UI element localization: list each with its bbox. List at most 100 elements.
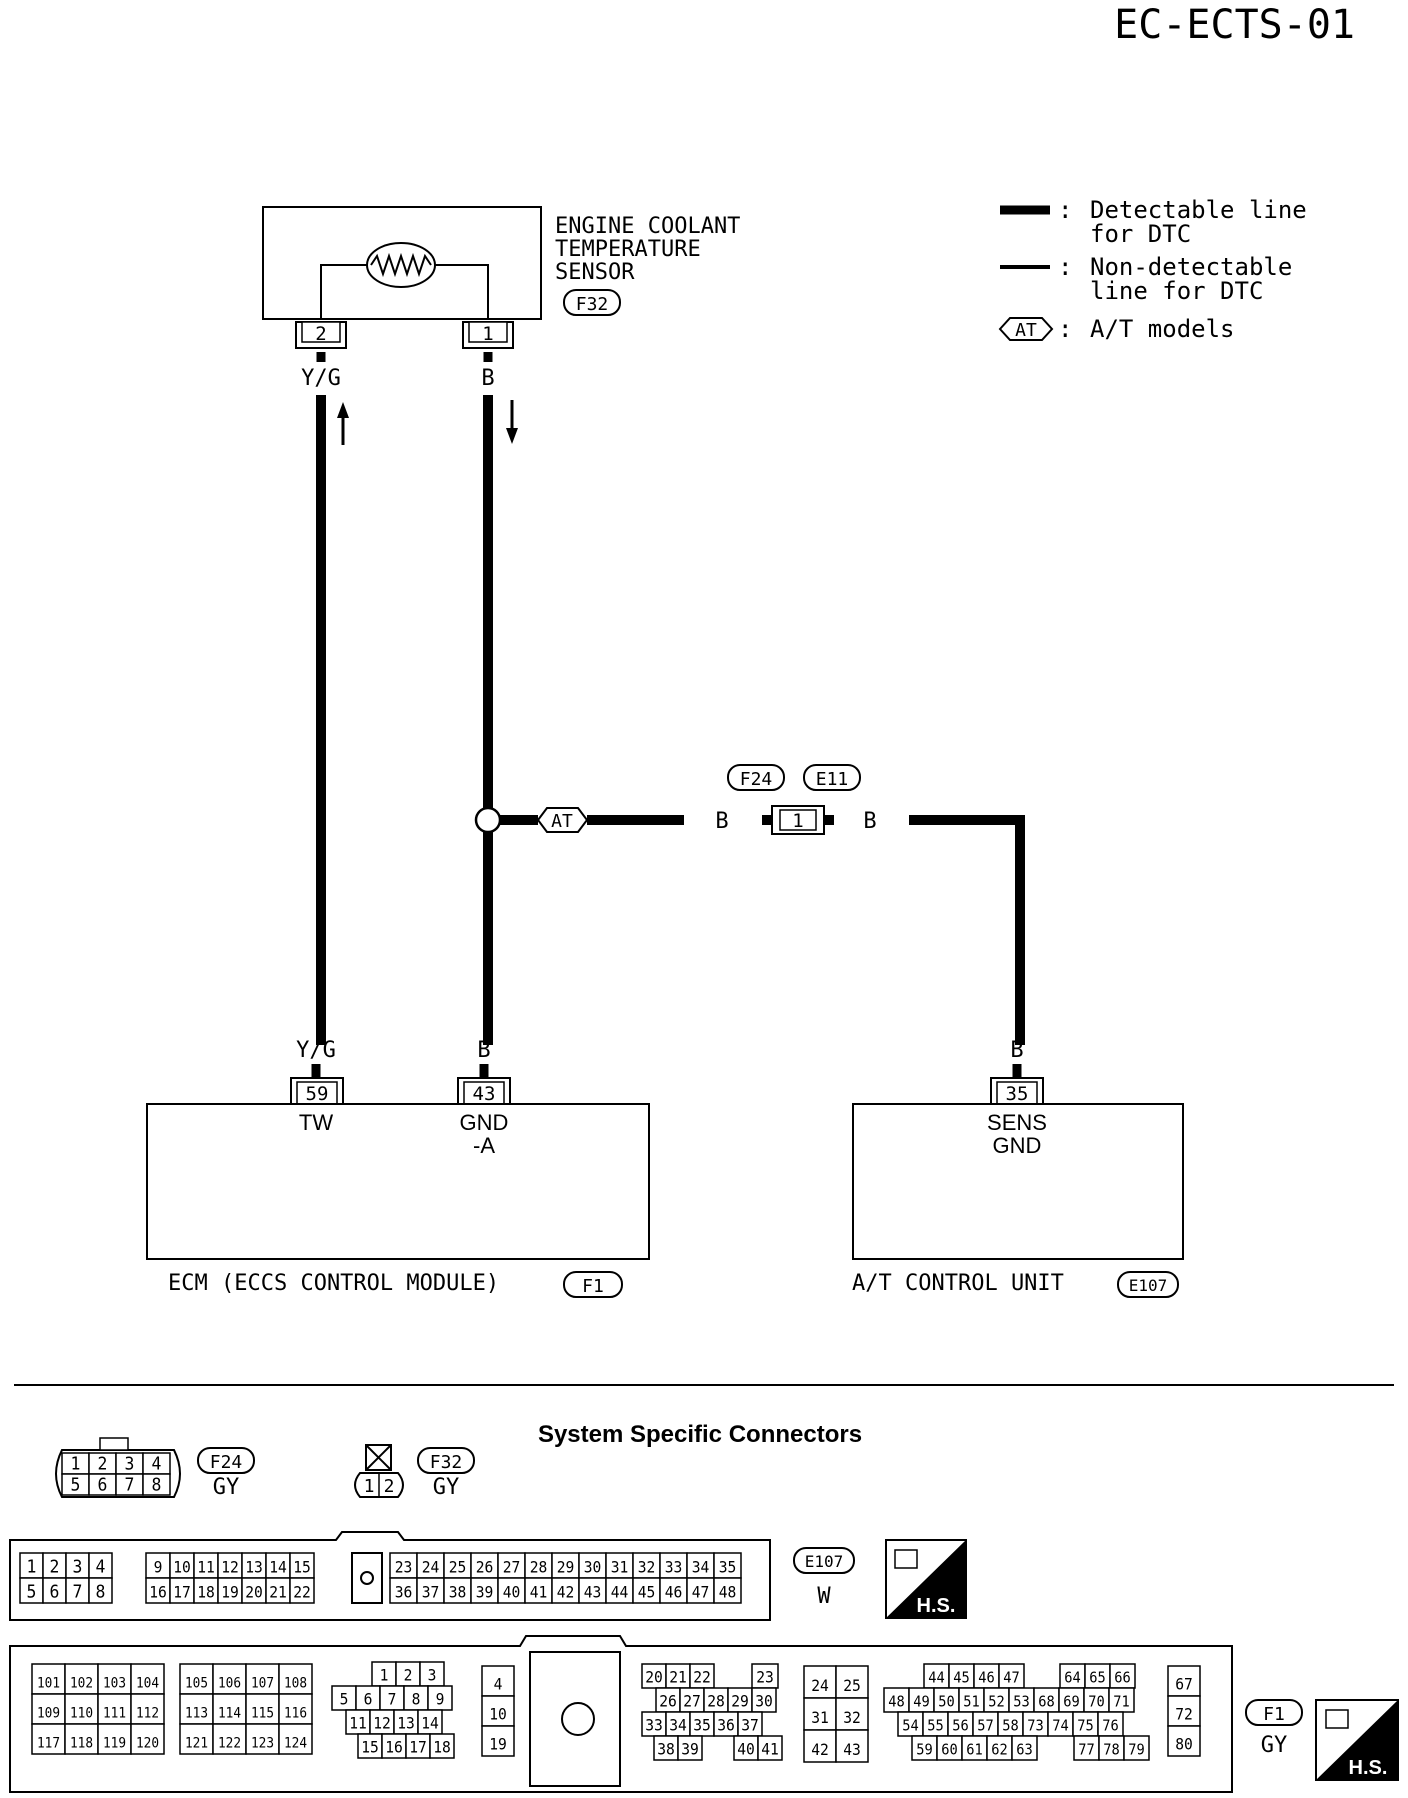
atcu-connector: E107 [1129,1276,1168,1295]
wire-yg-bottom: Y/G [296,1038,336,1063]
f1-pin-47-cell [998,1663,1025,1689]
f24-pin-6: 6 [98,1474,108,1495]
f1-pin-109: 109 [37,1705,60,1721]
e107-pin-22: 22 [293,1583,311,1602]
f1-pin-76: 76 [1102,1717,1119,1735]
e107-pin-43-cell [578,1577,607,1604]
f1-pin-41: 41 [761,1740,779,1759]
f1-pin-102: 102 [70,1675,93,1691]
f1-pin-101: 101 [37,1675,60,1691]
f1-pin-57: 57 [977,1717,994,1735]
e107-pin-42: 42 [557,1583,575,1602]
f1-pin-30-cell [751,1687,777,1713]
e107-pin-20: 20 [245,1583,263,1602]
f24-pin-5: 5 [71,1474,81,1495]
f1-pin-61-cell [961,1735,988,1761]
ecm-unit: 59 43 TW GND -A ECM (ECCS CONTROL MODULE… [146,1077,650,1298]
f1-pin-69-cell [1058,1687,1085,1713]
f1-pin-110: 110 [70,1705,93,1721]
f1-pin-122: 122 [218,1735,241,1751]
e107-pin-35-cell [713,1552,742,1579]
f1-pin-17: 17 [409,1738,427,1757]
f24-id: F24 [210,1452,243,1473]
f1-pin-77: 77 [1078,1741,1095,1759]
f1-pin-25: 25 [843,1676,861,1695]
e107-pin-12: 12 [221,1558,239,1577]
e107-pin-15: 15 [293,1558,311,1577]
f24-pin-2: 2 [98,1453,108,1474]
f1-pin-114: 114 [218,1705,241,1721]
connectors-title: System Specific Connectors [538,1421,862,1448]
e107-pin-9: 9 [154,1558,163,1577]
f1-pin-114-cell [212,1693,247,1725]
f1-pin-106-cell [212,1663,247,1695]
f1-pin-67: 67 [1175,1674,1193,1693]
f1-pin-115: 115 [251,1705,274,1721]
e107-pin-46-cell [659,1577,688,1604]
e107-pin-14: 14 [269,1558,287,1577]
e107-pin-16: 16 [149,1583,167,1602]
sensor-name-1: ENGINE COOLANT [555,214,740,239]
f1-pin-28-cell [703,1687,729,1713]
f1-pin-34: 34 [669,1716,687,1735]
f1-pin-5: 5 [340,1690,349,1709]
f1-pin-43-cell [835,1729,869,1763]
e107-pin-32: 32 [638,1558,656,1577]
atcu-label-sens: SENS [987,1110,1047,1135]
f1-pin-44: 44 [928,1669,945,1687]
f24-pin-7: 7 [125,1474,135,1495]
f1-pin-40-cell [733,1735,759,1761]
legend-at-symbol: AT [1015,320,1037,341]
f1-pin-108: 108 [284,1675,307,1691]
f1-pin-2: 2 [404,1666,413,1685]
e107-pin-39: 39 [476,1583,494,1602]
f1-pin-11: 11 [349,1714,367,1733]
f1-pin-69: 69 [1063,1693,1080,1711]
junction-at-symbol: AT [551,811,573,832]
f1-pin-14: 14 [421,1714,439,1733]
svg-text::: : [1058,253,1072,281]
f32-id: F32 [430,1452,463,1473]
junction-pin: 1 [792,810,803,832]
e107-pin-13: 13 [245,1558,263,1577]
f1-pin-119: 119 [103,1735,126,1751]
wire-b-bottom-atcu: B [1010,1038,1023,1063]
wire-yg-top: Y/G [301,366,341,391]
f1-pin-124: 124 [284,1735,307,1751]
e107-pin-20-cell [241,1577,267,1604]
f1-pin-39: 39 [681,1740,699,1759]
f1-pin-34-cell [665,1711,691,1737]
ecm-label-a: -A [473,1133,495,1158]
f1-pin-33-cell [641,1711,667,1737]
f1-pin-79: 79 [1128,1741,1145,1759]
f1-pin-23-cell [751,1663,779,1689]
f32-pin-1: 1 [364,1476,375,1497]
e107-pin-43: 43 [584,1583,602,1602]
f1-pin-40: 40 [737,1740,755,1759]
ecm-pin-43: 43 [473,1083,496,1105]
e107-hs-icon: H.S. [917,1595,956,1617]
legend-nondetectable-2: line for DTC [1090,277,1263,305]
e107-pin-17: 17 [173,1583,191,1602]
e107-pin-48-cell [713,1577,742,1604]
f1-pin-47: 47 [1003,1669,1020,1687]
f1-pin-62: 62 [991,1741,1008,1759]
f1-pin-55-cell [922,1711,949,1737]
f1-pin-15: 15 [361,1738,379,1757]
f1-pin-57-cell [972,1711,999,1737]
e107-pin-23: 23 [395,1558,413,1577]
f1-pin-45: 45 [953,1669,970,1687]
f1-pin-61: 61 [966,1741,983,1759]
connector-f32: 1 2 F32 GY [354,1444,475,1500]
sensor-connector: F32 [576,294,609,315]
wire-b-bottom-ecm: B [477,1038,490,1063]
coolant-temp-sensor: ENGINE COOLANT TEMPERATURE SENSOR F32 2 … [262,206,740,349]
f1-pin-75: 75 [1077,1717,1094,1735]
e107-pin-22-cell [289,1577,315,1604]
e107-pin-7: 7 [73,1582,83,1603]
f1-pin-4: 4 [494,1674,503,1693]
f1-pin-33: 33 [645,1716,663,1735]
f1-pin-51: 51 [963,1693,980,1711]
e107-pin-37-cell [416,1577,445,1604]
f1-pin-3: 3 [428,1666,437,1685]
